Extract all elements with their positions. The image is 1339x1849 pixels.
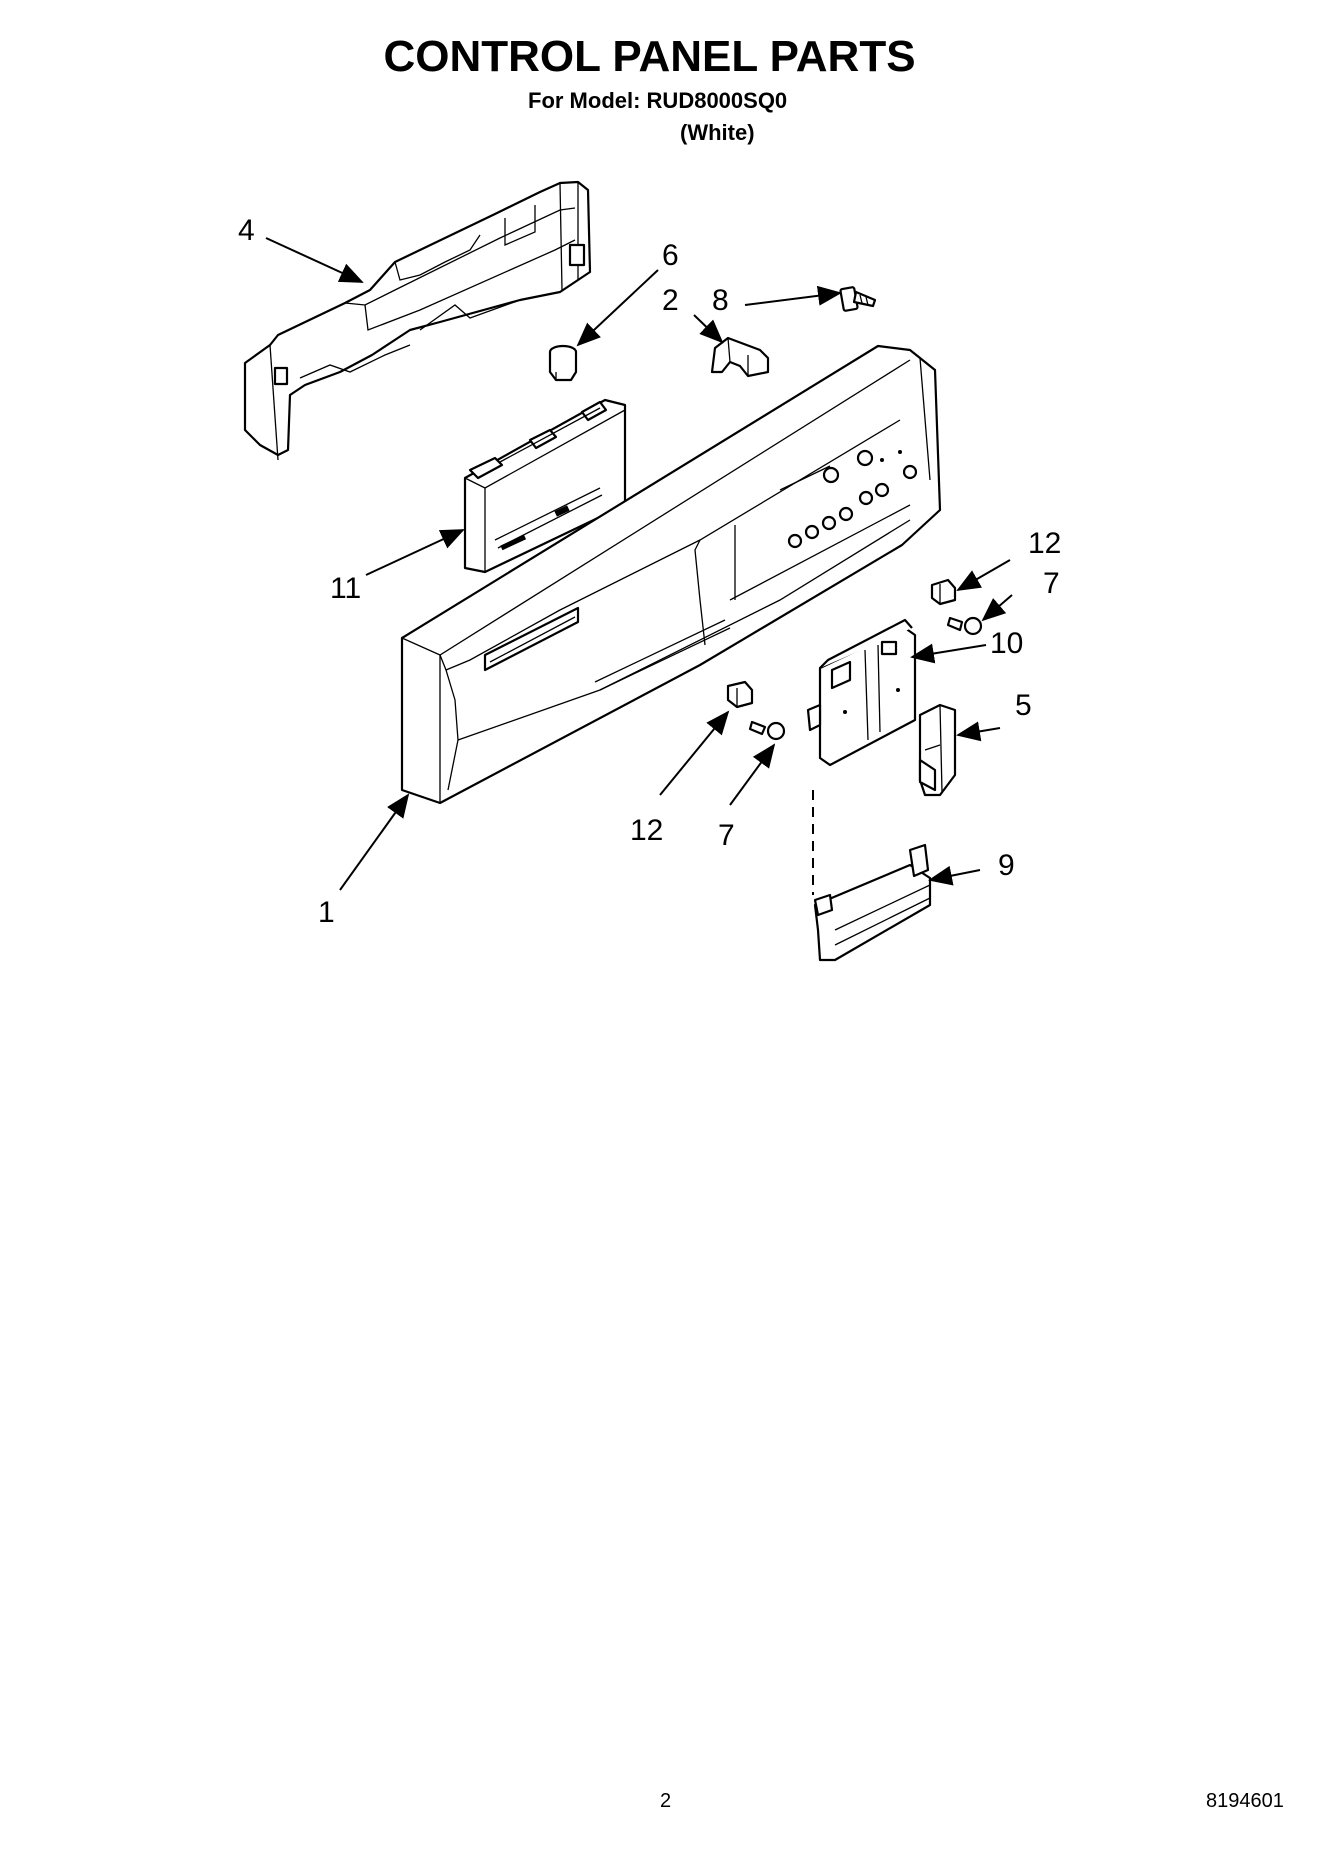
part-7-screw-upper bbox=[946, 616, 983, 636]
callout-12-lower: 12 bbox=[630, 814, 663, 847]
callout-4: 4 bbox=[238, 214, 255, 247]
callout-2: 2 bbox=[662, 284, 679, 317]
page-title: CONTROL PANEL PARTS bbox=[383, 32, 916, 81]
color-variant: (White) bbox=[680, 120, 755, 145]
callout-5: 5 bbox=[1015, 689, 1032, 722]
part-8-screw bbox=[839, 286, 877, 312]
callout-1: 1 bbox=[318, 896, 335, 929]
part-1-console-panel bbox=[400, 344, 942, 805]
callout-7-lower: 7 bbox=[718, 819, 735, 852]
callout-8: 8 bbox=[712, 284, 729, 317]
callout-11: 11 bbox=[330, 572, 361, 605]
part-5-small-bracket bbox=[918, 703, 957, 797]
part-12-clip-upper bbox=[930, 578, 957, 606]
callout-10: 10 bbox=[990, 627, 1023, 660]
page-number: 2 bbox=[660, 1790, 672, 1812]
part-4-console-bracket bbox=[243, 180, 592, 461]
callout-7-upper: 7 bbox=[1043, 567, 1060, 600]
part-9-lower-bracket bbox=[813, 843, 932, 962]
callout-6: 6 bbox=[662, 239, 679, 272]
part-12-clip-lower bbox=[726, 680, 754, 709]
part-10-bracket-plate bbox=[806, 618, 917, 767]
part-6-cap bbox=[548, 344, 578, 382]
document-number: 8194601 bbox=[1206, 1790, 1284, 1812]
leader-lines bbox=[265, 237, 1013, 891]
part-2-clip bbox=[710, 336, 770, 378]
callout-labels: 4 6 2 8 11 12 7 10 5 12 7 1 9 bbox=[238, 214, 1061, 929]
part-7-screw-lower bbox=[748, 720, 786, 741]
model-line: For Model: RUD8000SQ0 bbox=[528, 88, 788, 113]
callout-12-upper: 12 bbox=[1028, 527, 1061, 560]
callout-9: 9 bbox=[998, 849, 1015, 882]
